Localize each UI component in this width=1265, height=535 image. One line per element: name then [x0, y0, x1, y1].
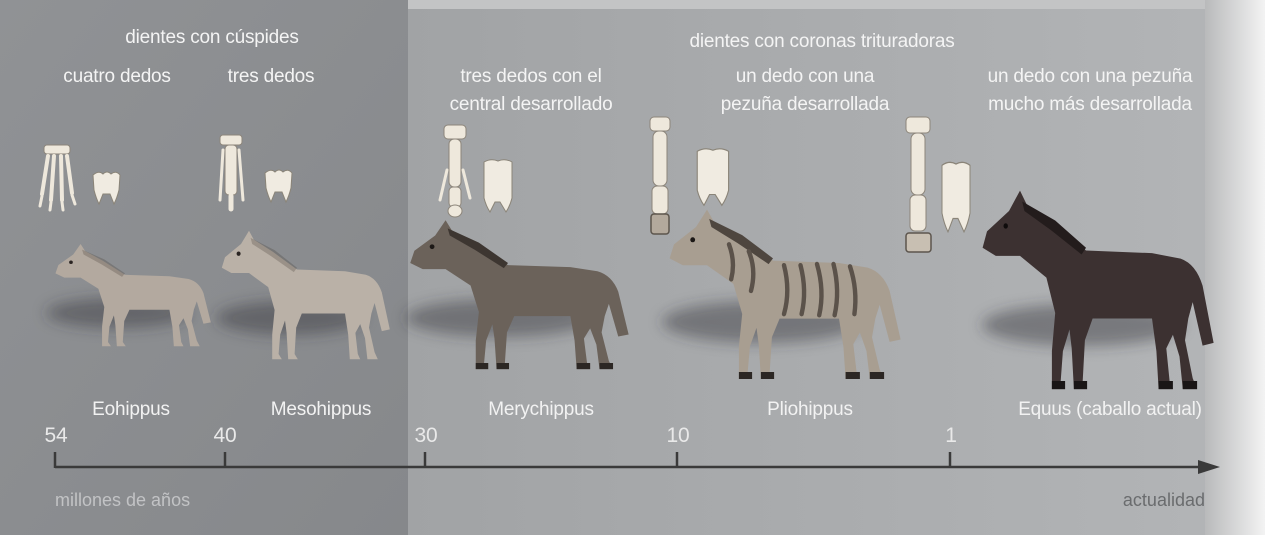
tick-label-1: 1	[945, 423, 956, 449]
tick-label-10: 10	[667, 423, 690, 449]
tick-label-54: 54	[45, 423, 68, 449]
timeline-unit-label: millones de años	[55, 489, 190, 511]
merychippus-feature-line-2: central desarrollado	[450, 93, 613, 117]
eohippus-name: Eohippus	[92, 398, 170, 422]
merychippus-feature-line-1: tres dedos con el	[460, 65, 601, 89]
mesohippus-feature: tres dedos	[228, 65, 315, 89]
cuspid-teeth-heading: dientes con cúspides	[125, 26, 298, 50]
grinding-teeth-heading: dientes con coronas trituradoras	[689, 30, 954, 54]
pliohippus-foot-bones-icon	[650, 117, 670, 234]
pliohippus-feature-line-1: un dedo con una	[736, 65, 875, 89]
pliohippus-name: Pliohippus	[767, 398, 853, 422]
tick-label-40: 40	[214, 423, 237, 449]
merychippus-name: Merychippus	[488, 398, 594, 422]
equus-feature-line-2: mucho más desarrollada	[988, 93, 1192, 117]
equus-feature-line-1: un dedo con una pezuña	[988, 65, 1193, 89]
page-top-edge	[408, 0, 1205, 9]
tick-label-30: 30	[415, 423, 438, 449]
mesohippus-name: Mesohippus	[271, 398, 371, 422]
equus-name: Equus (caballo actual)	[1018, 398, 1202, 422]
timeline-end-label: actualidad	[1123, 489, 1205, 511]
page-side-edge	[1205, 0, 1265, 535]
eohippus-feature: cuatro dedos	[63, 65, 170, 89]
pliohippus-feature-line-2: pezuña desarrollada	[721, 93, 889, 117]
